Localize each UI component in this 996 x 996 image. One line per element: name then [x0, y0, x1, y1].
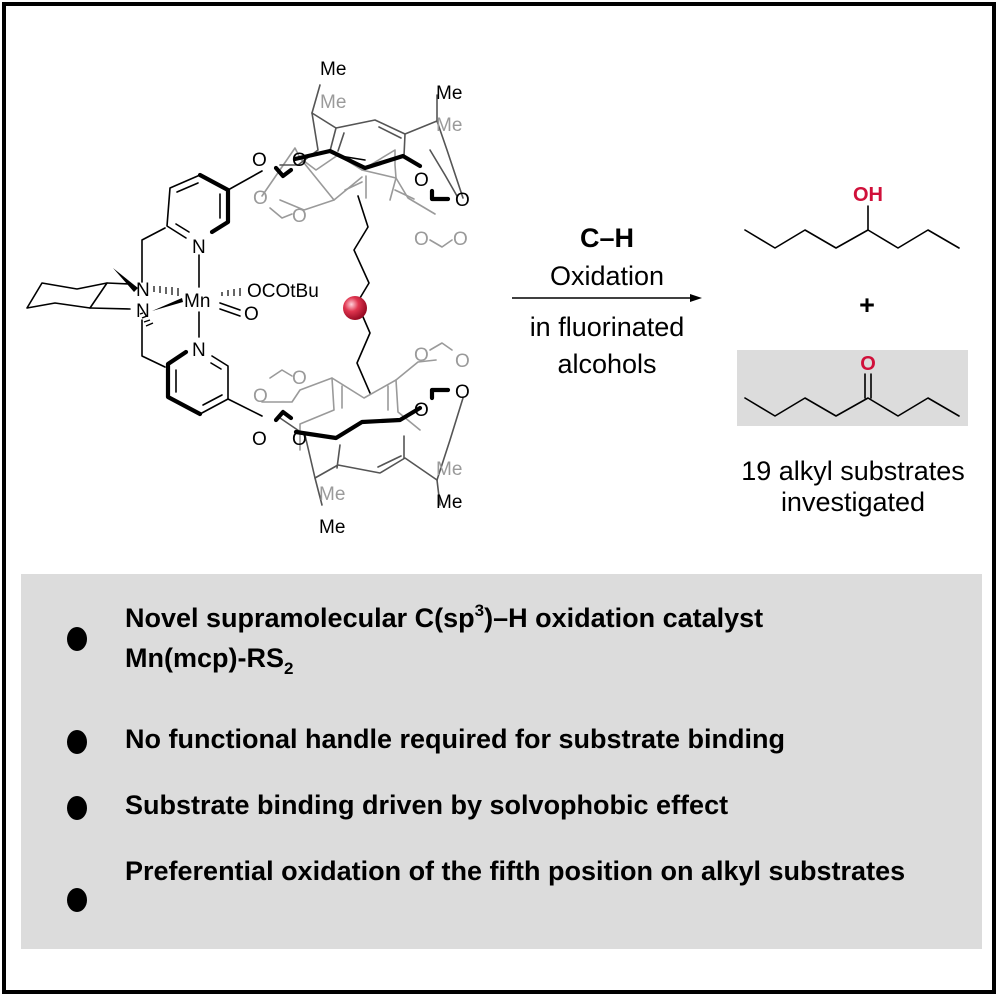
highlight-text: Preferential oxidation of the fifth posi…: [125, 856, 906, 886]
cavitand-oxygen: O: [414, 229, 429, 250]
cavitand-oxygen: O: [253, 188, 268, 209]
reaction-scheme: N N Mn OCOtBu O N: [26, 59, 968, 538]
bullet-icon: [67, 888, 87, 912]
mn-carboxylate-hashed-bond: [221, 288, 241, 296]
bullet-icon: [67, 730, 87, 754]
cavitand-oxygen: O: [252, 150, 267, 171]
cavitand-top: O O O O O O O O Me Me: [252, 59, 470, 250]
pyridine-bottom: N: [165, 340, 263, 417]
cavitand-oxygen: O: [252, 429, 267, 450]
pyridine-n-top: N: [192, 237, 206, 258]
methyl-group: Me: [320, 59, 346, 80]
oxidation-site-marker: [343, 296, 367, 320]
cavitand-oxygen: O: [455, 190, 470, 211]
methyl-group: Me: [320, 92, 346, 113]
highlight-text: Substrate binding driven by solvophobic …: [125, 790, 729, 820]
bullet-icon: [67, 796, 87, 820]
carboxylate-ligand: OCOtBu: [247, 281, 319, 302]
ketone-highlight-box: [737, 350, 968, 426]
condition-label-line1: in fluorinated: [530, 312, 685, 342]
cavitand-oxygen: O: [292, 206, 307, 227]
plus-sign: +: [859, 290, 875, 320]
product-ketone: O: [737, 350, 968, 426]
cavitand-oxygen: O: [253, 386, 268, 407]
cyclohexane-ring: [26, 282, 131, 310]
bound-substrate: [343, 195, 371, 394]
manganese-center: Mn: [184, 291, 210, 312]
methyl-group: Me: [436, 115, 462, 136]
highlights-panel: Novel supramolecular C(sp3)–H oxidation …: [21, 574, 982, 949]
reaction-arrow-group: C–H Oxidation in fluorinated alcohols: [512, 223, 702, 379]
cavitand-oxygen: O: [292, 429, 307, 450]
product-alcohol: OH: [744, 184, 960, 249]
n-mn-hashed-bond: [153, 286, 179, 296]
methyl-group: Me: [436, 83, 462, 104]
hydroxyl-label: OH: [853, 184, 883, 206]
cavitand-oxygen: O: [292, 368, 307, 389]
arrow-head-icon: [690, 294, 702, 302]
cavitand-oxygen: O: [455, 382, 470, 403]
carbonyl-oxygen-label: O: [860, 353, 876, 375]
n-methyl-wedge: [113, 268, 138, 292]
cavitand-oxygen: O: [414, 345, 429, 366]
condition-label-line2: alcohols: [557, 349, 656, 379]
n-mn-wedge-bond: [152, 298, 183, 311]
cavitand-oxygen: O: [453, 229, 468, 250]
substrates-caption-line1: 19 alkyl substrates: [741, 456, 965, 486]
reagent-label-ch: C–H: [580, 223, 634, 253]
highlight-text: Novel supramolecular C(sp3)–H oxidation …: [125, 601, 764, 678]
cavitand-bottom: O O O O O O O O Me Me Me Me: [252, 342, 470, 538]
catalyst-structure: N N Mn OCOtBu O N: [26, 59, 470, 538]
methyl-group: Me: [319, 517, 345, 538]
amine-n-bottom: N: [136, 301, 150, 322]
bullet-icon: [67, 627, 87, 651]
cavitand-oxygen: O: [414, 170, 429, 191]
n-methyl-hash: [139, 312, 154, 327]
amine-n-top: N: [136, 280, 150, 301]
substrates-caption-line2: investigated: [781, 487, 925, 517]
cavitand-oxygen: O: [292, 150, 307, 171]
highlight-text: No functional handle required for substr…: [125, 724, 786, 754]
cavitand-oxygen: O: [414, 400, 429, 421]
reagent-label-oxidation: Oxidation: [550, 261, 664, 291]
methyl-group: Me: [436, 459, 462, 480]
cavitand-oxygen: O: [455, 351, 470, 372]
methyl-group: Me: [436, 492, 462, 513]
oxo-ligand: O: [244, 304, 259, 325]
methyl-group: Me: [319, 484, 345, 505]
pyridine-n-bottom: N: [192, 340, 206, 361]
pyridine-top: N: [166, 170, 263, 258]
